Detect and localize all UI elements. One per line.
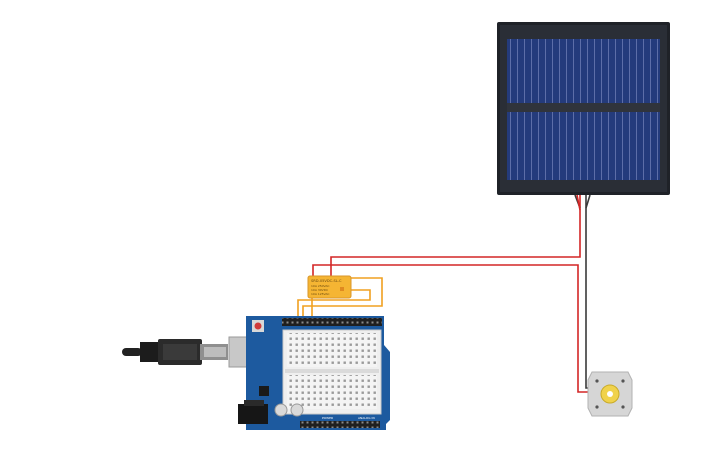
voltage-regulator — [259, 386, 269, 396]
capacitor-1 — [274, 403, 288, 417]
power-analog-header[interactable] — [300, 421, 380, 428]
relay-pin — [340, 287, 344, 291]
analog-label: ANALOG IN — [358, 416, 375, 420]
relay-label-4: 10A 125VAC — [311, 292, 330, 296]
wire-red-relay-to-motor[interactable] — [312, 264, 592, 393]
solar-cells-top — [507, 39, 660, 103]
power-label: POWER — [322, 416, 333, 420]
digital-header[interactable] — [282, 318, 382, 326]
dc-motor[interactable] — [587, 371, 633, 417]
wire-lead-red-panel — [576, 194, 581, 211]
wire-orange-inner[interactable] — [297, 289, 371, 322]
motor-shaft — [607, 391, 613, 397]
wire-red-solar-to-relay[interactable] — [330, 195, 581, 277]
power-jack[interactable] — [238, 404, 268, 424]
relay-label-1: SRD-05VDC-SL-C — [311, 279, 342, 283]
wire-orange-outer[interactable] — [302, 277, 383, 322]
reset-button[interactable] — [254, 322, 262, 330]
solar-panel[interactable] — [497, 22, 670, 195]
usb-cable[interactable] — [122, 339, 228, 365]
capacitor-2 — [290, 403, 304, 417]
relay-label-2: 10A 250VAC — [311, 284, 330, 288]
arduino-board[interactable]: POWER ANALOG IN — [228, 316, 390, 430]
wires[interactable] — [297, 194, 592, 393]
wire-black-solar-to-motor[interactable] — [585, 195, 592, 389]
solar-cells-bottom — [507, 112, 660, 180]
relay[interactable]: SRD-05VDC-SL-C 10A 250VAC 10A 30VDC 10A … — [307, 275, 352, 299]
relay-label-3: 10A 30VDC — [311, 288, 328, 292]
